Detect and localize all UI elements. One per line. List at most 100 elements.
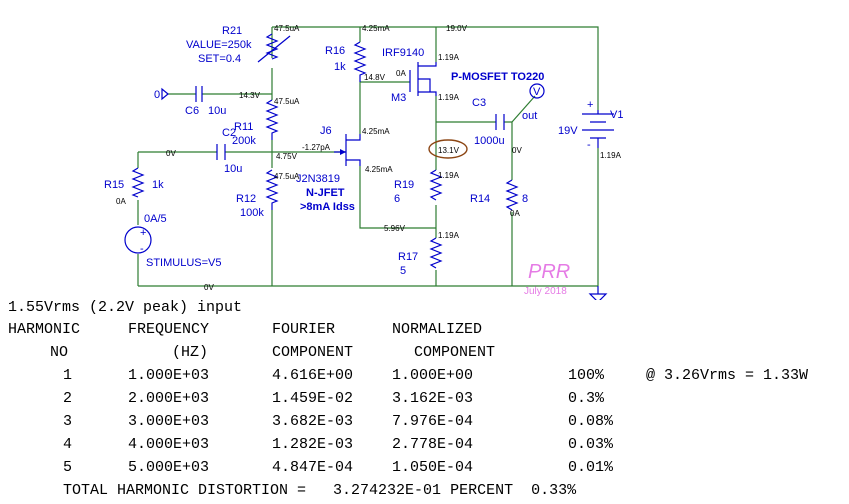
header-no: NO: [50, 344, 69, 361]
ann-i-r14: 0A: [510, 209, 520, 218]
row-frequency: 1.000E+03: [128, 367, 210, 384]
c2-value: 10u: [224, 163, 242, 175]
offpage-connector: [161, 87, 169, 101]
battery-plus: +: [587, 99, 593, 111]
row-frequency: 2.000E+03: [128, 390, 210, 407]
row-percent: 0.3%: [568, 390, 605, 407]
row-no: 2: [63, 390, 73, 407]
njfet-label: N-JFET: [306, 187, 345, 199]
r21-value: VALUE=250k: [186, 39, 252, 51]
c3-value: 1000u: [474, 135, 505, 147]
jfet-part-label: J2N3819: [296, 173, 340, 185]
c6-label: C6: [185, 105, 199, 117]
battery-minus: -: [587, 139, 591, 151]
ann-i-r19: 1.19A: [438, 171, 460, 180]
r12-value: 100k: [240, 207, 264, 219]
r17-value: 5: [400, 265, 406, 277]
r11-value: 200k: [232, 135, 256, 147]
row-fourier: 1.282E-03: [272, 436, 354, 453]
c2-label: C2: [222, 127, 236, 139]
header-component: COMPONENT: [272, 344, 354, 361]
header-harmonic: HARMONIC: [8, 321, 81, 338]
ann-v-148: 14.8V: [364, 73, 386, 82]
c3-capacitor: [495, 114, 505, 130]
c6-value: 10u: [208, 105, 226, 117]
signature: PRR: [528, 261, 570, 283]
ground-symbol: [588, 286, 608, 300]
r12-resistor: [265, 169, 279, 210]
ann-i-m3-gate: 0A: [396, 69, 406, 78]
row-no: 4: [63, 436, 73, 453]
c2-capacitor: [216, 144, 226, 160]
source-plus: +: [140, 227, 146, 239]
pmos-label: P-MOSFET TO220: [451, 71, 544, 83]
r16-value: 1k: [334, 61, 346, 73]
probe-label: V: [533, 86, 541, 98]
ann-v-143: 14.3V: [239, 91, 261, 100]
stimulus-label: STIMULUS=V5: [146, 257, 222, 269]
c3-label: C3: [472, 97, 486, 109]
r19-resistor: [429, 169, 443, 201]
m3-label: M3: [391, 92, 406, 104]
header-hz: (HZ): [172, 344, 209, 361]
r21-resistor: [265, 33, 279, 60]
ann-i-v1: 1.19A: [600, 151, 622, 160]
idss-label: >8mA Idss: [300, 201, 355, 213]
r19-value: 6: [394, 193, 400, 205]
r11-resistor: [265, 99, 279, 140]
c6-capacitor: [195, 86, 203, 102]
ann-v-0-out: 0V: [512, 146, 522, 155]
r15-value: 1k: [152, 179, 164, 191]
row-fourier: 4.847E-04: [272, 459, 354, 476]
ann-i-r11: 47.5uA: [274, 97, 300, 106]
r19-label: R19: [394, 179, 414, 191]
row-fourier: 3.682E-03: [272, 413, 354, 430]
row-fourier: 1.459E-02: [272, 390, 354, 407]
input-line: 1.55Vrms (2.2V peak) input: [8, 299, 243, 316]
row-frequency: 4.000E+03: [128, 436, 210, 453]
row-fourier: 4.616E+00: [272, 367, 354, 384]
r14-value: 8: [522, 193, 528, 205]
amplifier-schematic: R21 VALUE=250k SET=0.4 C6 10u R11 200k C…: [104, 24, 623, 300]
ann-i-r15: 0A: [116, 197, 126, 206]
ann-v-supply: 19.0V: [446, 24, 468, 33]
v1-value: 19V: [558, 125, 578, 137]
ann-i-r12: 47.5uA: [274, 172, 300, 181]
j6-jfet: [334, 134, 361, 166]
r21-set: SET=0.4: [198, 53, 241, 65]
row-normalized: 3.162E-03: [392, 390, 474, 407]
ann-v-131: 13.1V: [438, 146, 460, 155]
r14-resistor: [505, 179, 519, 211]
r16-label: R16: [325, 45, 345, 57]
row-percent: 0.03%: [568, 436, 614, 453]
source-label: 0A/5: [144, 213, 167, 225]
row-no: 1: [63, 367, 73, 384]
r21-label: R21: [222, 25, 242, 37]
source-minus: -: [140, 243, 144, 255]
ann-i-r16: 4.25mA: [362, 24, 390, 33]
highlight-ellipse: [428, 139, 468, 159]
header-fourier: FOURIER: [272, 321, 336, 338]
r16-resistor: [353, 41, 367, 82]
ann-i-m3-a: 1.19A: [438, 53, 460, 62]
fourier-report: 1.55Vrms (2.2V peak) input HARMONIC FREQ…: [8, 299, 848, 504]
row-percent: 0.08%: [568, 413, 614, 430]
thd-line: TOTAL HARMONIC DISTORTION = 3.274232E-01…: [63, 482, 577, 499]
row-percent: 100%: [568, 367, 605, 384]
row-no: 5: [63, 459, 73, 476]
ann-i-j6-d: 4.25mA: [362, 127, 390, 136]
r17-resistor: [429, 237, 443, 269]
ann-v-0-bottom: 0V: [204, 283, 214, 292]
voltage-probe: [529, 83, 545, 99]
row-normalized: 1.000E+00: [392, 367, 474, 384]
r12-label: R12: [236, 193, 256, 205]
ann-i-r21: 47.5uA: [274, 24, 300, 33]
header-normalized: NORMALIZED: [392, 321, 483, 338]
row-normalized: 1.050E-04: [392, 459, 474, 476]
ann-v-0-in: 0V: [166, 149, 176, 158]
row-normalized: 7.976E-04: [392, 413, 474, 430]
r15-label: R15: [104, 179, 124, 191]
m3-mosfet: [409, 62, 437, 96]
row-no: 3: [63, 413, 73, 430]
j6-label: J6: [320, 125, 332, 137]
